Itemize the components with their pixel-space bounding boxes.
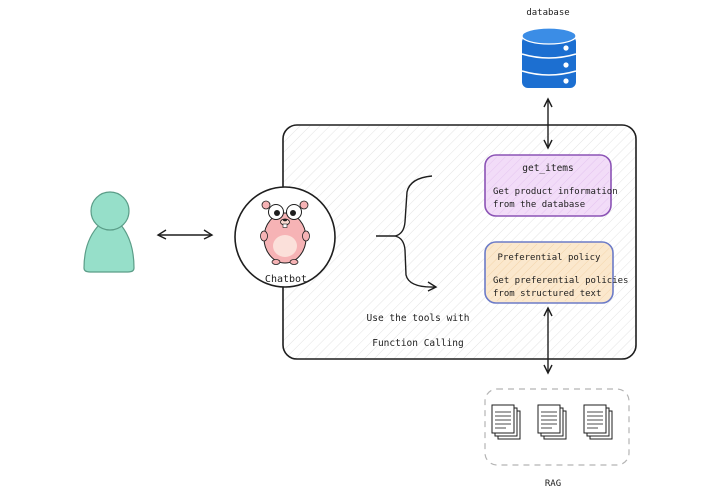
user-icon xyxy=(83,191,135,273)
rag-container xyxy=(484,388,630,466)
function-calling-brace xyxy=(376,175,438,292)
policy-title: Preferential policy xyxy=(498,253,602,263)
document-icon xyxy=(537,404,567,440)
get-items-title: get_items xyxy=(522,163,573,174)
caption-line2: Function Calling xyxy=(372,338,464,349)
database-icon xyxy=(521,27,577,88)
document-icon xyxy=(583,404,613,440)
rag-arrow xyxy=(543,306,553,375)
document-icon xyxy=(491,404,521,440)
get-items-desc-line2: from the database xyxy=(493,200,585,210)
database-arrow xyxy=(543,97,553,150)
get-items-desc-line1: Get product information xyxy=(493,187,618,197)
user-chatbot-arrow xyxy=(156,229,214,240)
database-label: database xyxy=(526,8,569,18)
caption-line1: Use the tools with xyxy=(367,313,470,324)
policy-desc-line2: from structured text xyxy=(493,289,601,299)
chatbot-label: Chatbot xyxy=(265,274,307,285)
gopher-mascot-icon xyxy=(260,200,310,265)
rag-label: RAG xyxy=(545,479,561,489)
policy-desc-line1: Get preferential policies xyxy=(493,276,628,286)
